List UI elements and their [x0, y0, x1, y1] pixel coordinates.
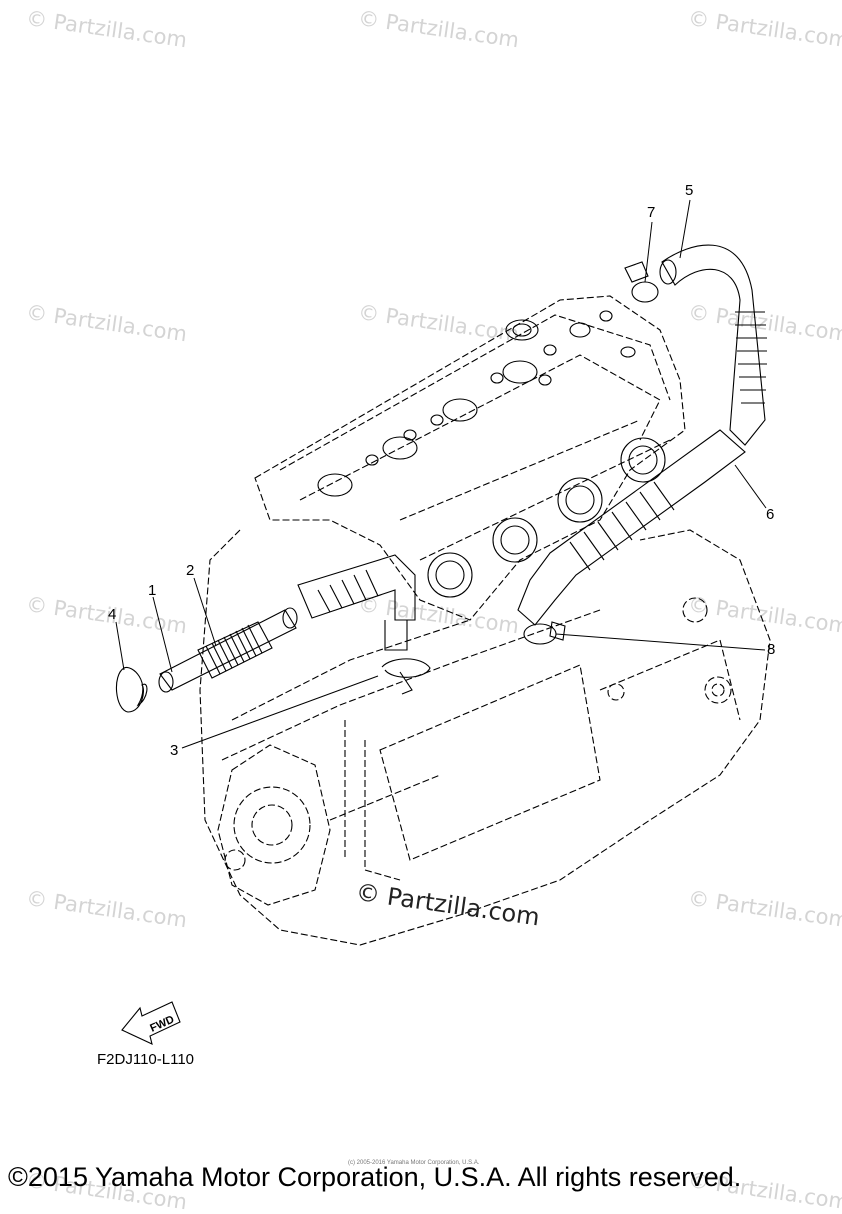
fwd-arrow-icon — [121, 1001, 181, 1045]
callout-2: 2 — [186, 562, 195, 579]
tiny-credit: (c) 2005-2016 Yamaha Motor Corporation, … — [348, 1160, 480, 1166]
callout-1: 1 — [148, 582, 157, 599]
part-2-bellows-hose — [197, 554, 416, 679]
exhaust-ports — [427, 437, 666, 598]
part-7-clamp — [624, 261, 659, 303]
part-4-clamp — [116, 666, 148, 713]
flywheel-housing — [217, 597, 732, 906]
leader-lines — [115, 199, 767, 749]
fwd-label: FWD — [148, 1014, 176, 1035]
part-3-clip — [381, 658, 431, 695]
diagram-code: F2DJ110-L110 — [97, 1051, 195, 1068]
part-5-hose — [659, 244, 767, 446]
copyright-notice: ©2015 Yamaha Motor Corporation, U.S.A. A… — [8, 1162, 742, 1192]
callout-4: 4 — [108, 606, 117, 623]
callout-8: 8 — [767, 641, 776, 658]
spark-plug-holes — [317, 310, 636, 497]
callout-5: 5 — [685, 182, 694, 199]
part-6-hose — [517, 429, 746, 626]
callout-7: 7 — [647, 204, 656, 221]
cylinder-head — [254, 295, 686, 621]
part-1-hose — [158, 607, 298, 693]
crankcase — [199, 529, 771, 946]
callout-3: 3 — [170, 742, 179, 759]
part-8-clamp — [523, 621, 566, 645]
callout-6-label: 6 — [766, 506, 775, 523]
